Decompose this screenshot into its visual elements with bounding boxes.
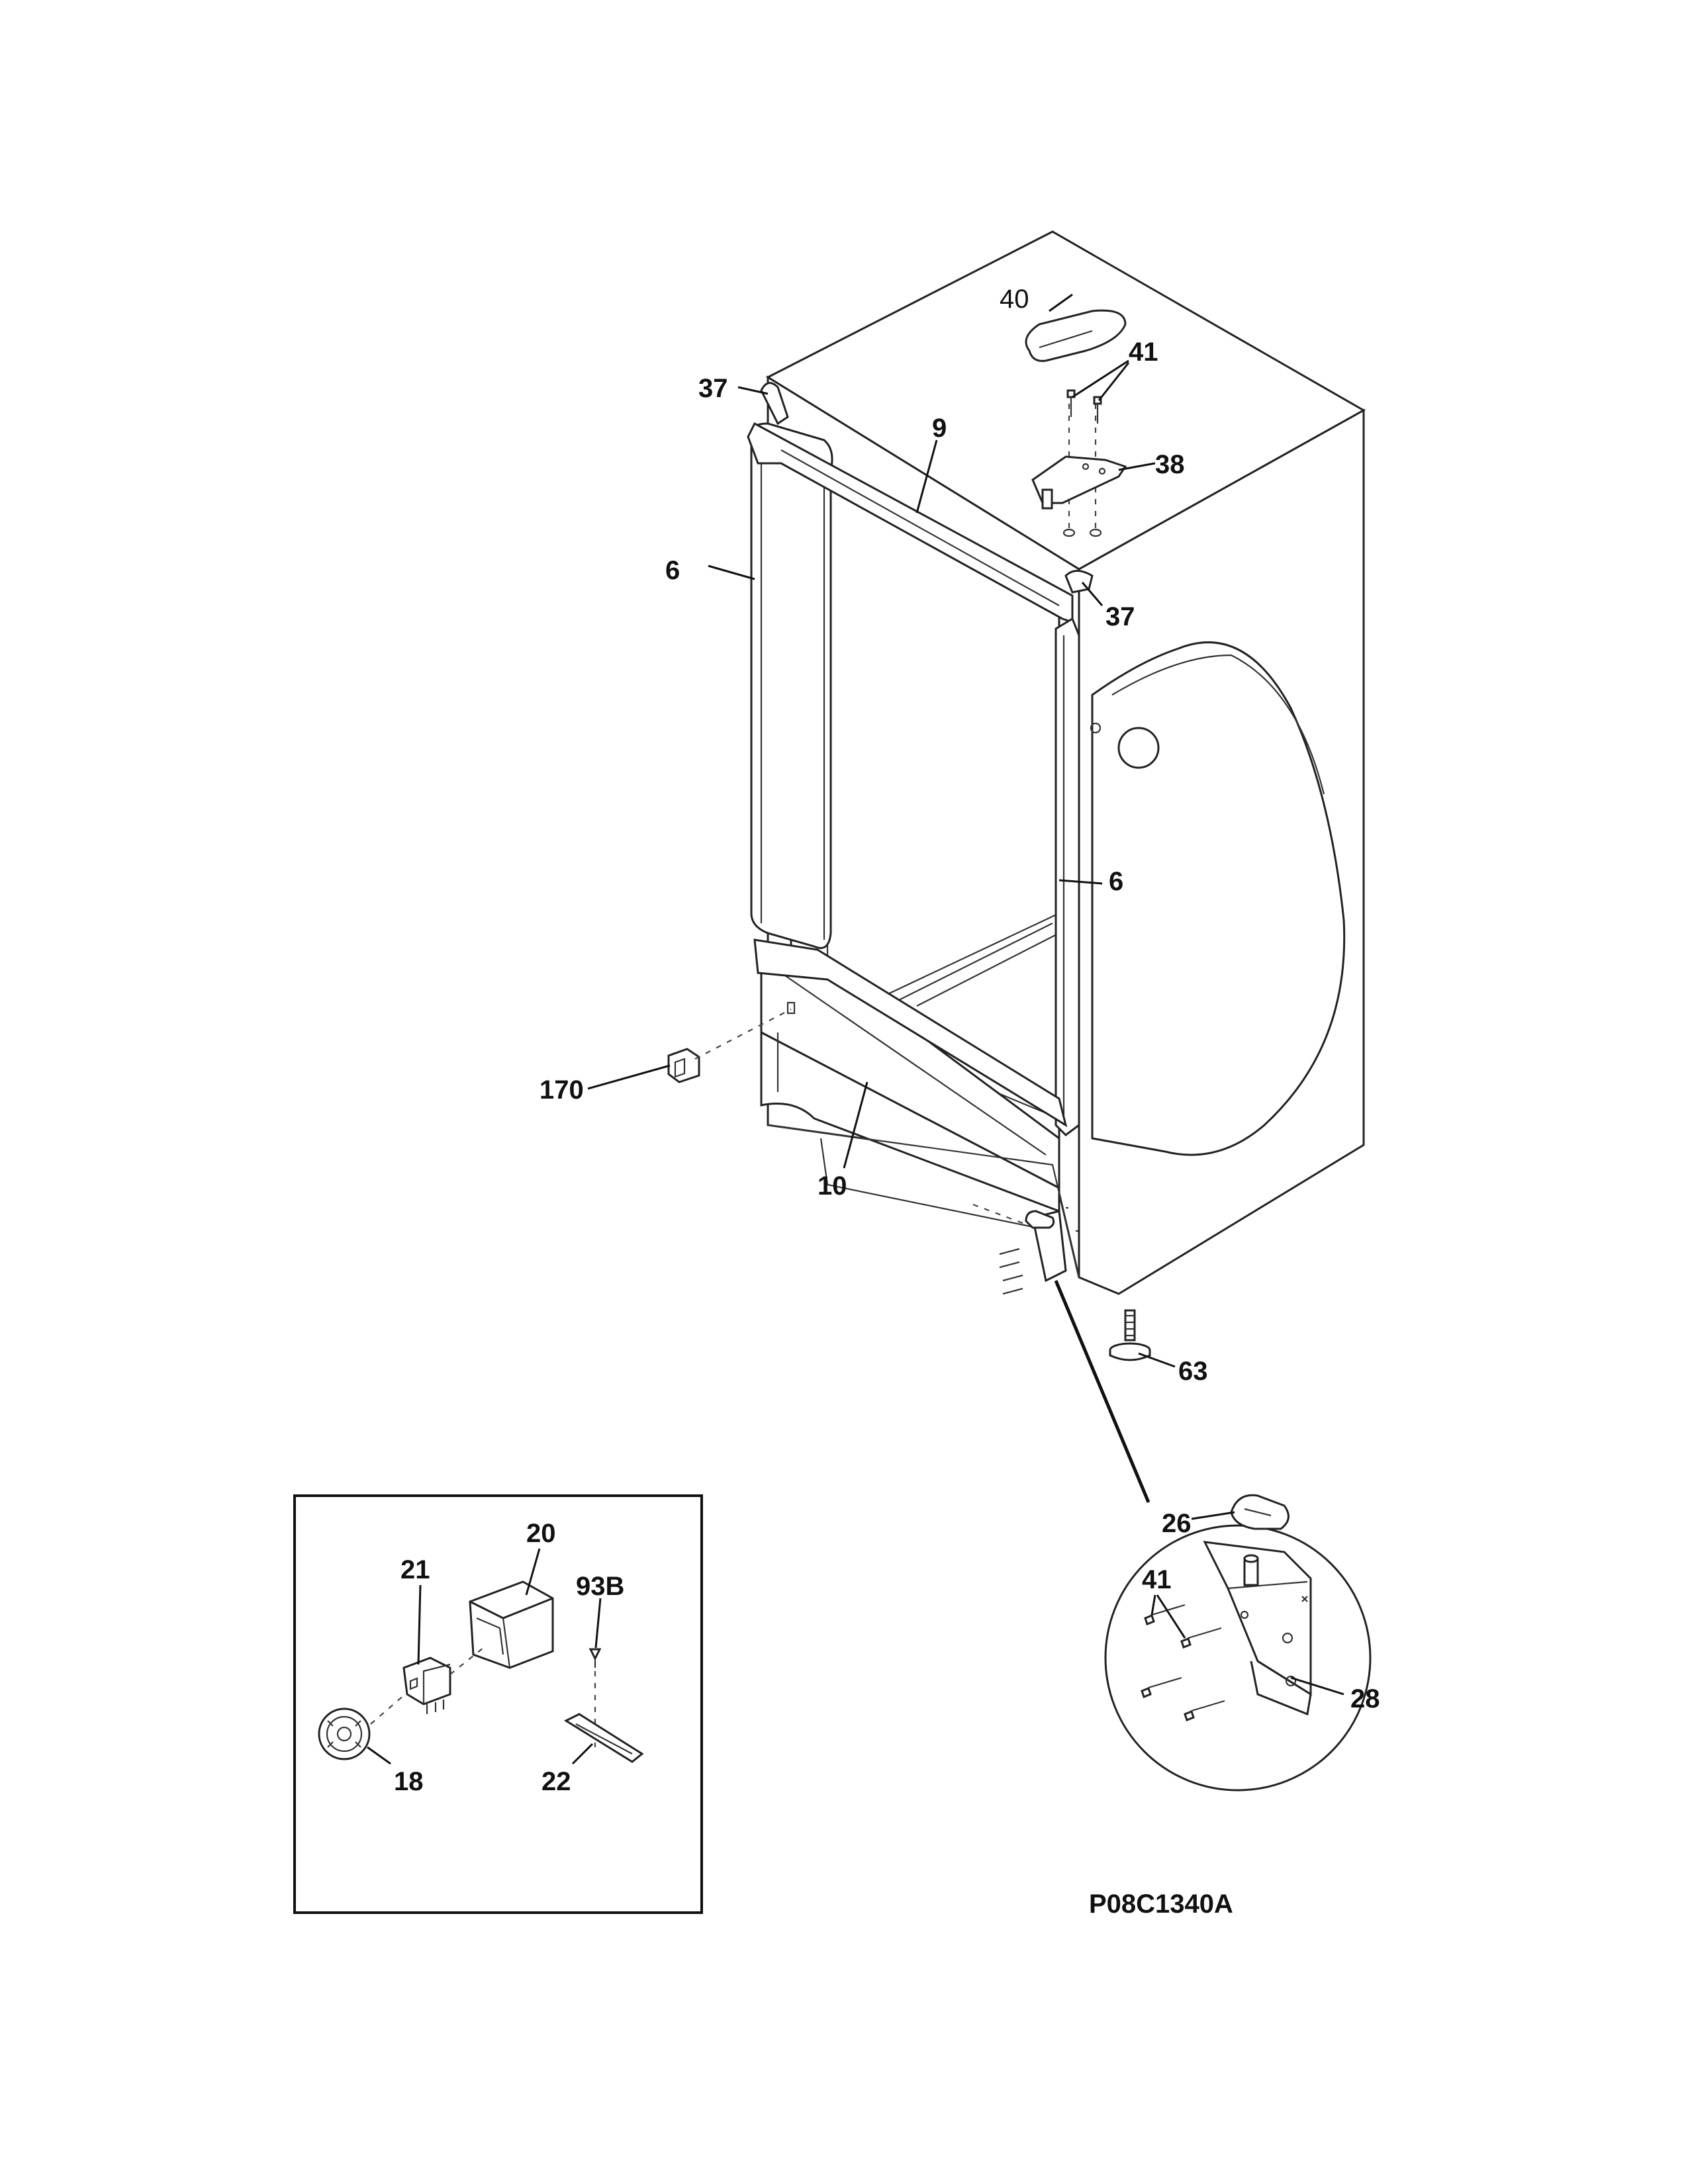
cabinet	[747, 230, 1366, 1295]
callout-37-right: 37	[1105, 602, 1135, 631]
knob-18	[318, 1707, 371, 1760]
hinge-screws-41	[1066, 389, 1102, 424]
callout-41-top: 41	[1129, 338, 1158, 367]
callout-40: 40	[1000, 285, 1029, 314]
hinge-detail-circle	[1104, 1494, 1372, 1792]
callout-26: 26	[1162, 1509, 1192, 1538]
callout-9: 9	[932, 414, 947, 443]
bottom-hinge	[972, 1203, 1078, 1295]
drawing-code: P08C1340A	[1089, 1889, 1233, 1919]
callout-6-right: 6	[1109, 867, 1123, 896]
housing-20	[449, 1580, 554, 1675]
callout-41-detail: 41	[1142, 1565, 1172, 1594]
callout-22: 22	[541, 1767, 571, 1796]
plug-170	[667, 1001, 796, 1083]
callout-labels: 40 41 37 9 38 6 37 6 170 10 63 20 21 93B…	[394, 285, 1380, 1919]
callout-170: 170	[539, 1075, 584, 1105]
callout-37-left: 37	[698, 374, 728, 403]
callout-38: 38	[1155, 450, 1185, 479]
top-hinge-cover-40	[1025, 309, 1127, 362]
callout-6-left: 6	[665, 556, 680, 585]
callout-21: 21	[400, 1555, 430, 1584]
thermostat-21	[370, 1657, 451, 1725]
callout-18: 18	[394, 1767, 424, 1796]
leveling-leg-63	[1109, 1309, 1151, 1361]
top-hinge-38	[1031, 455, 1127, 510]
callout-20: 20	[526, 1519, 556, 1548]
control-parts-inset	[293, 1494, 703, 1914]
strip-22	[563, 1713, 644, 1763]
callout-10: 10	[818, 1171, 847, 1201]
callout-93b: 93B	[576, 1572, 624, 1601]
callout-28: 28	[1350, 1684, 1380, 1713]
callout-63: 63	[1178, 1357, 1208, 1386]
leader-lines	[587, 293, 1176, 1503]
